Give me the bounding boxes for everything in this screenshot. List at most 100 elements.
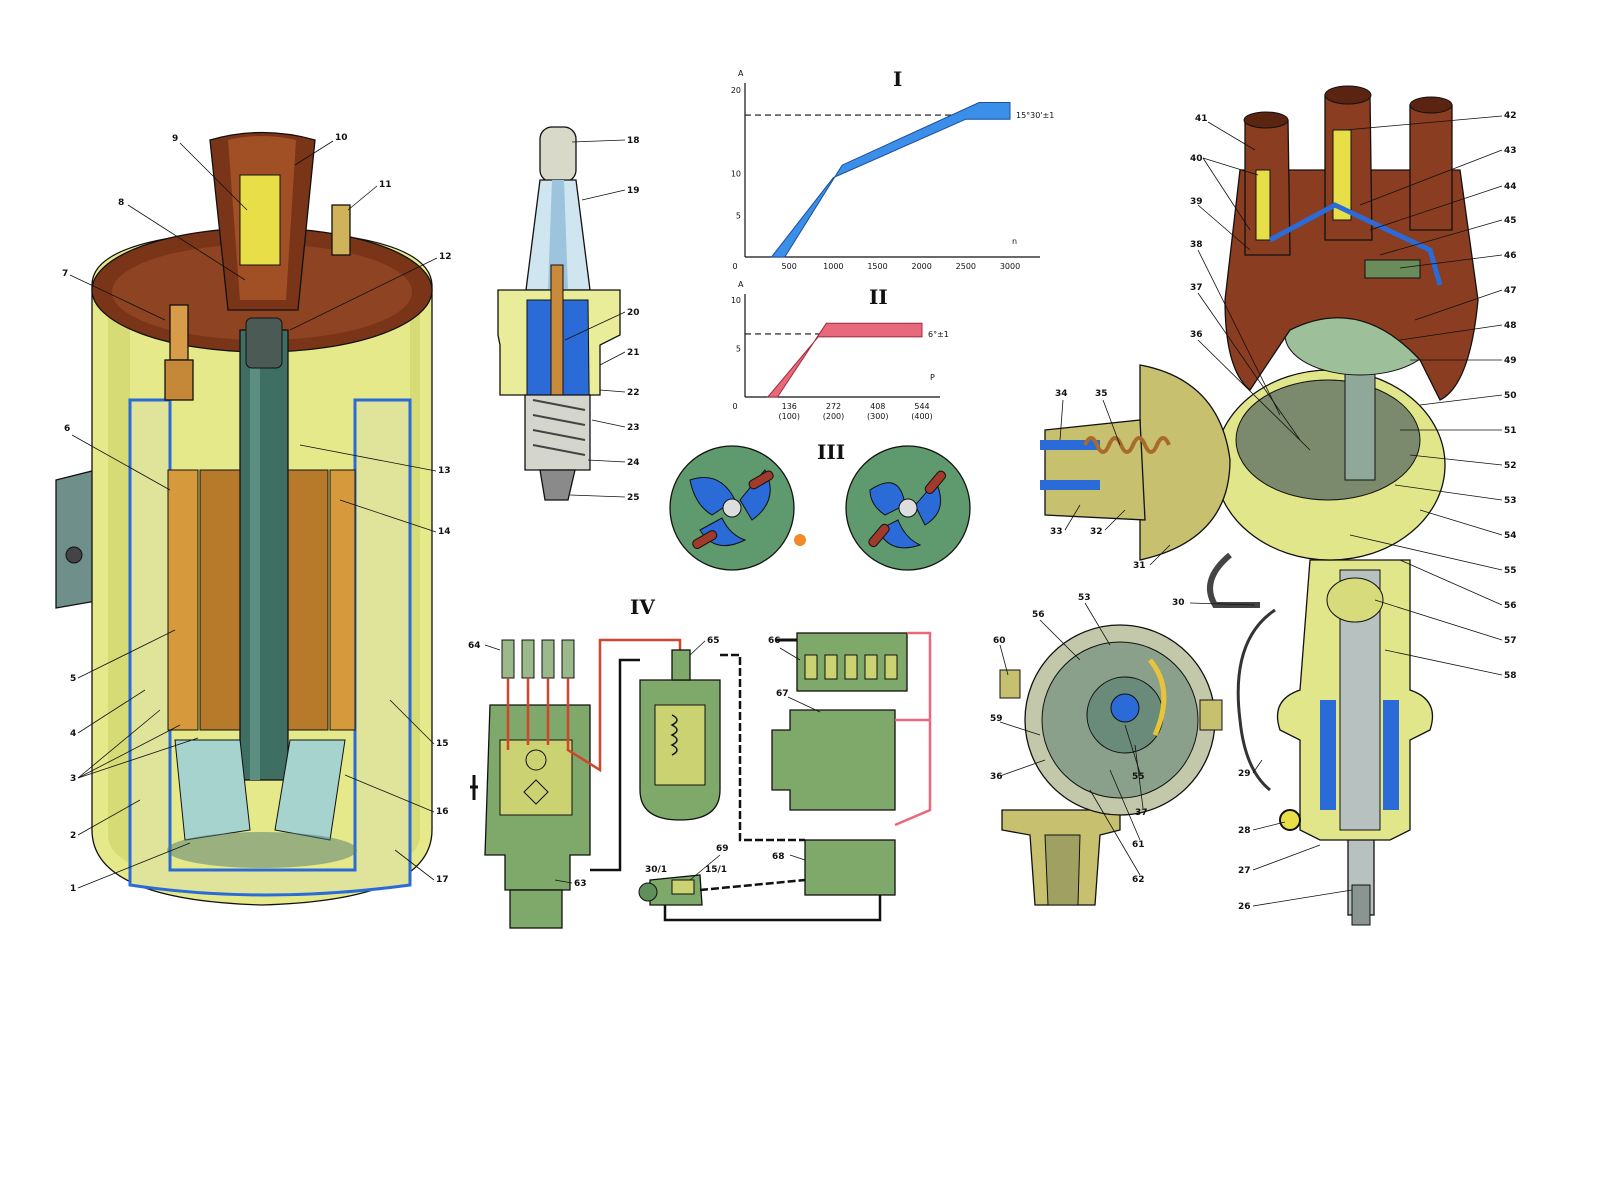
centrifugal-advance-plate-left <box>669 445 806 571</box>
chart-title: I <box>893 67 902 91</box>
callout-number: 43 <box>1504 146 1517 156</box>
x-tick-label-secondary: (300) <box>867 412 889 421</box>
callout-number: 40 <box>1190 154 1203 164</box>
x-tick-label: 0 <box>732 262 737 271</box>
callout-number: 62 <box>1132 875 1145 885</box>
callout-number: 1 <box>70 884 76 894</box>
callout-number: 7 <box>62 269 68 279</box>
callout-number: 64 <box>468 641 481 651</box>
callout-number: 21 <box>627 348 640 358</box>
section-label-iii: III <box>817 440 845 464</box>
callout-number: 35 <box>1095 389 1108 399</box>
callout-number: 58 <box>1504 671 1517 681</box>
x-tick-label-secondary: (400) <box>911 412 933 421</box>
callout-number: 52 <box>1504 461 1517 471</box>
callout-number: 8 <box>118 198 124 208</box>
chart-title: II <box>869 285 888 309</box>
spark-plug <box>497 126 621 501</box>
callout-number: 48 <box>1504 321 1517 331</box>
x-tick-label: 272 <box>826 402 841 411</box>
callout-number: 3 <box>70 774 76 784</box>
callout-number: 49 <box>1504 356 1517 366</box>
y-tick-label: 20 <box>731 86 741 95</box>
y-tick-label: 10 <box>731 170 741 179</box>
callout-number: 17 <box>436 875 449 885</box>
x-tick-label: 2000 <box>911 262 931 271</box>
callout-number: 10 <box>335 133 348 143</box>
spark-plug-set <box>501 639 575 679</box>
section-label-iv: IV <box>630 595 655 619</box>
callout-number: 4 <box>70 729 76 739</box>
y-tick-label: 5 <box>736 211 741 220</box>
callout-number: 55 <box>1504 566 1517 576</box>
callout-number: 25 <box>627 493 640 503</box>
callout-number: 31 <box>1133 561 1146 571</box>
wiring-diagram: 30/1 15/1 <box>470 631 932 929</box>
callout-number: 53 <box>1078 593 1091 603</box>
x-tick-label: 3000 <box>1000 262 1020 271</box>
callout-number: 51 <box>1504 426 1517 436</box>
distributor-callouts: 26 27 28 29 30 31 32 33 34 35 36 37 38 3… <box>1050 111 1517 912</box>
callout-number: 30 <box>1172 598 1185 608</box>
callout-number: 9 <box>172 134 178 144</box>
y-tick-labels: 510 <box>731 296 741 354</box>
callout-number: 36 <box>990 772 1003 782</box>
x-tick-label: 500 <box>782 262 797 271</box>
callout-number: 55 <box>1132 772 1145 782</box>
callout-number: 16 <box>436 807 449 817</box>
callout-number: 14 <box>438 527 451 537</box>
x-tick-label-secondary: (100) <box>778 412 800 421</box>
callout-number: 39 <box>1190 197 1203 207</box>
coil-callouts: 1 2 3 4 5 6 7 8 9 10 11 12 13 14 15 16 1… <box>62 133 452 894</box>
callout-number: 46 <box>1504 251 1517 261</box>
x-tick-label: 136 <box>782 402 797 411</box>
circuit-terminal-label: 15/1 <box>705 865 727 875</box>
distributor <box>1040 85 1479 926</box>
callout-number: 50 <box>1504 391 1517 401</box>
callout-number: 26 <box>1238 902 1251 912</box>
callout-number: 5 <box>70 674 76 684</box>
callout-number: 6 <box>64 424 70 434</box>
tolerance-band <box>766 322 923 398</box>
callout-number: 22 <box>627 388 640 398</box>
x-tick-label-secondary: (200) <box>823 412 845 421</box>
y-tick-label: 5 <box>736 345 741 354</box>
ignition-coil <box>55 131 433 906</box>
circuit-callouts: 63 64 65 66 67 68 69 <box>468 636 821 889</box>
x-tick-label: 408 <box>870 402 885 411</box>
callout-number: 69 <box>716 844 729 854</box>
callout-number: 67 <box>776 689 789 699</box>
callout-number: 2 <box>70 831 76 841</box>
callout-number: 13 <box>438 466 451 476</box>
callout-number: 54 <box>1504 531 1517 541</box>
callout-number: 33 <box>1050 527 1063 537</box>
callout-number: 41 <box>1195 114 1208 124</box>
circuit-terminal-label: 30/1 <box>645 865 667 875</box>
breaker-plate-callouts: 53 56 60 59 36 55 37 61 62 <box>990 593 1148 885</box>
reference-line-label: 15°30'±1 <box>1016 111 1054 120</box>
callout-number: 60 <box>993 636 1006 646</box>
callout-number: 66 <box>768 636 781 646</box>
callout-number: 45 <box>1504 216 1517 226</box>
y-axis-label: A <box>738 280 744 289</box>
callout-number: 32 <box>1090 527 1103 537</box>
x-axis-label: P <box>930 373 935 382</box>
x-tick-label: 0 <box>732 402 737 411</box>
callout-number: 53 <box>1504 496 1517 506</box>
callout-number: 36 <box>1190 330 1203 340</box>
callout-number: 38 <box>1190 240 1203 250</box>
callout-number: 37 <box>1190 283 1203 293</box>
tolerance-band <box>770 102 1011 258</box>
callout-number: 68 <box>772 852 785 862</box>
callout-number: 11 <box>379 180 392 190</box>
x-tick-label: 1000 <box>823 262 843 271</box>
callout-number: 56 <box>1504 601 1517 611</box>
x-tick-labels: 0 136 272 408 544 <box>732 402 929 411</box>
x-tick-label: 544 <box>914 402 929 411</box>
x-tick-labels-secondary: (100) (200) (300) (400) <box>778 412 932 421</box>
callout-number: 56 <box>1032 610 1045 620</box>
y-axis-label: A <box>738 69 744 78</box>
